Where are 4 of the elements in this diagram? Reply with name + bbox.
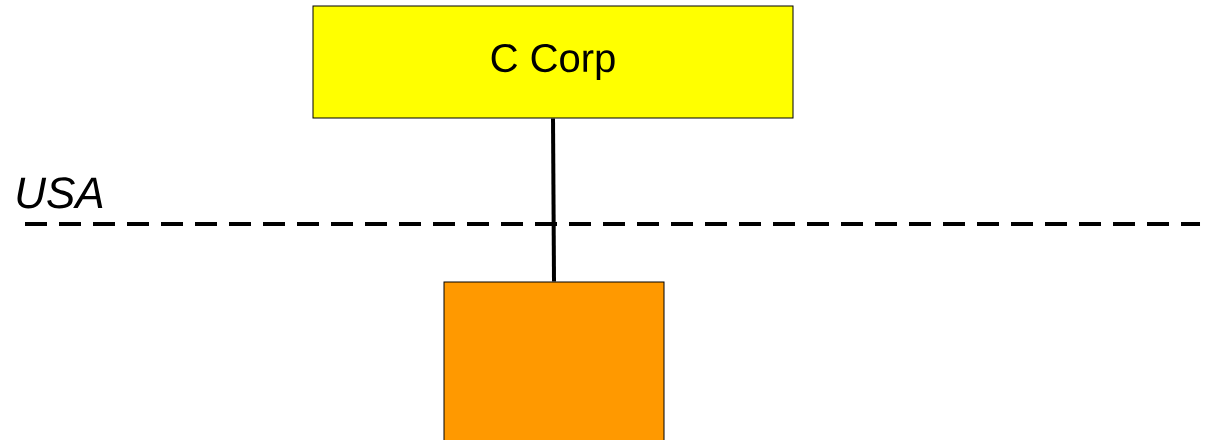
entity-box: C Corp bbox=[312, 5, 794, 119]
region-label: USA bbox=[17, 177, 103, 209]
connector-line bbox=[551, 118, 556, 282]
entity-box bbox=[443, 281, 665, 440]
